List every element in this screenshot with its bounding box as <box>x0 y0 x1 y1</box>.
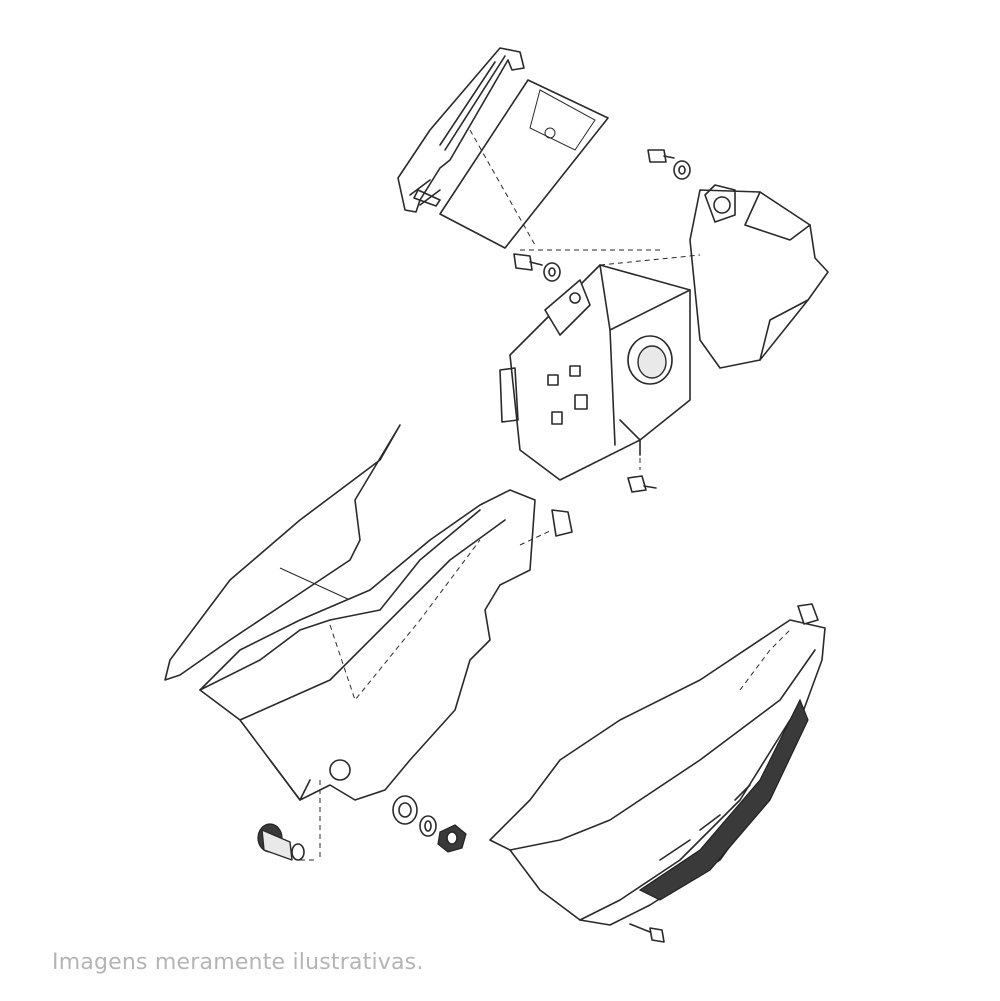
right-fairing-cover <box>489 619 826 926</box>
screw-bottom-right <box>629 923 665 943</box>
screw-top-right <box>647 149 691 180</box>
clip-rail-part <box>397 47 525 213</box>
rivet-top-right <box>797 603 819 625</box>
electrical-box-assembly <box>499 184 829 481</box>
nut-washer-set <box>392 795 467 853</box>
grommet-part <box>519 509 573 546</box>
document-tray-part <box>439 79 660 251</box>
left-fairing-cover <box>199 489 536 860</box>
power-socket-part <box>257 823 318 861</box>
left-side-panel <box>164 424 401 681</box>
screw-under-box <box>627 475 657 493</box>
illustrative-caption: Imagens meramente ilustrativas. <box>52 950 424 975</box>
screw-mid-left <box>513 253 561 282</box>
